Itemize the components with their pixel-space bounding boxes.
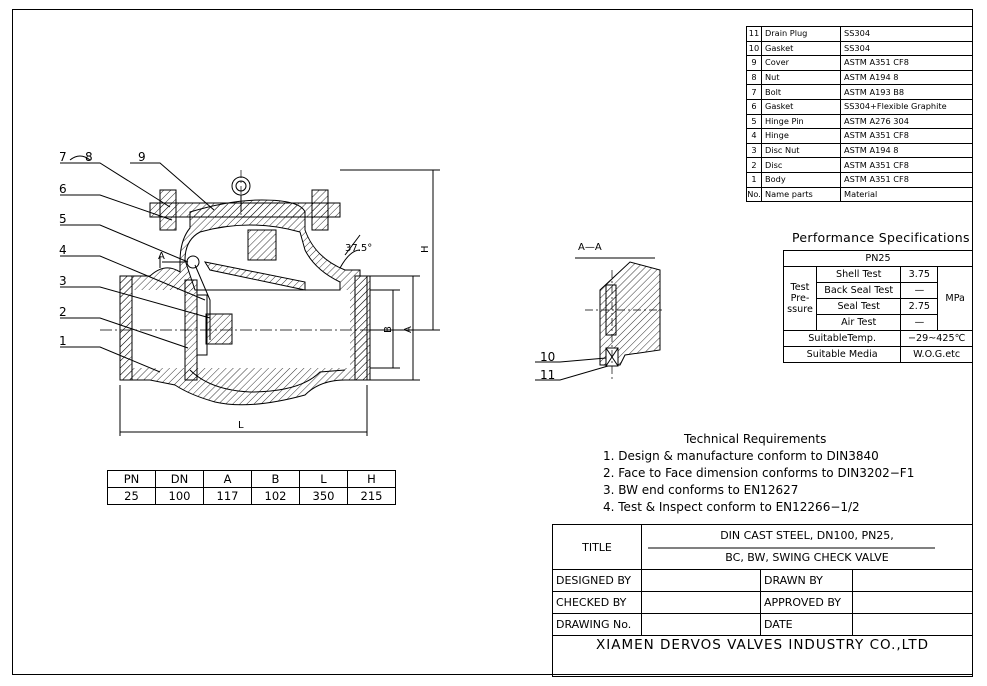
title-text: DIN CAST STEEL, DN100, PN25, BC, BW, SWI… [641, 524, 973, 570]
media-label: Suitable Media [782, 346, 902, 363]
temp-value: −29~425℃ [900, 330, 973, 347]
callout-4: 4 [59, 243, 67, 257]
callout-9: 9 [138, 150, 146, 164]
test-value: 2.75 [900, 298, 939, 315]
callout-5: 5 [59, 212, 67, 226]
test-value: — [900, 314, 939, 331]
dim-letter-L: L [238, 420, 244, 431]
performance-table: PN25 Test Pre- ssure Shell Test 3.75 MPa… [782, 250, 973, 363]
test-name: Air Test [815, 314, 902, 331]
checked-by-field [641, 591, 761, 614]
company-name: XIAMEN DERVOS VALVES INDUSTRY CO.,LTD [596, 637, 929, 653]
approved-by-field [852, 591, 973, 614]
drawn-by-field [852, 569, 973, 592]
designed-by-label: DESIGNED BY [552, 569, 642, 592]
test-name: Back Seal Test [815, 282, 902, 299]
section-label: A—A [578, 242, 602, 253]
tech-item: 1. Design & manufacture conform to DIN38… [603, 449, 879, 463]
dim-letter-A: A [403, 326, 414, 333]
cover [149, 202, 341, 218]
hinge [194, 264, 211, 340]
title-line-1: DIN CAST STEEL, DN100, PN25, [720, 529, 894, 542]
dim-letter-B: B [383, 326, 394, 333]
test-value: 3.75 [900, 266, 939, 283]
plug [247, 229, 277, 261]
dim-letter-H: H [420, 245, 431, 253]
designed-by-field [641, 569, 761, 592]
callout-3: 3 [59, 274, 67, 288]
pn-cell: PN25 [783, 250, 973, 267]
callout-11: 11 [540, 368, 555, 382]
bolt-right [311, 189, 329, 231]
drawn-by-label: DRAWN BY [760, 569, 853, 592]
bolt-left [159, 189, 177, 231]
tech-item: 3. BW end conforms to EN12627 [603, 483, 799, 497]
title-line-2: BC, BW, SWING CHECK VALVE [725, 551, 889, 564]
drawing-no-field [641, 613, 761, 636]
test-value: — [900, 282, 939, 299]
tech-item: 2. Face to Face dimension conforms to DI… [603, 466, 915, 480]
callout-8: 8 [85, 150, 93, 164]
drawing-no-label: DRAWING No. [552, 613, 642, 636]
callout-7: 7 [59, 150, 67, 164]
callout-10: 10 [540, 350, 555, 364]
media-value: W.O.G.etc [900, 346, 973, 363]
checked-by-label: CHECKED BY [552, 591, 642, 614]
section-letter-A: A [158, 251, 165, 262]
approved-by-label: APPROVED BY [760, 591, 853, 614]
technical-title: Technical Requirements [684, 432, 827, 446]
drawing-frame [12, 9, 973, 675]
test-name: Shell Test [815, 266, 902, 283]
tech-item: 4. Test & Inspect conform to EN12266−1/2 [603, 500, 860, 514]
unit-cell: MPa [937, 266, 973, 331]
performance-title: Performance Specifications [792, 230, 970, 245]
date-label: DATE [760, 613, 853, 636]
title-block: TITLE DIN CAST STEEL, DN100, PN25, BC, B… [552, 524, 973, 677]
test-name: Seal Test [815, 298, 902, 315]
title-label: TITLE [552, 524, 642, 570]
callout-1: 1 [59, 334, 67, 348]
callout-2: 2 [59, 305, 67, 319]
temp-label: SuitableTemp. [782, 330, 902, 347]
company-cell [552, 635, 973, 677]
callout-6: 6 [59, 182, 67, 196]
angle-label: 37.5° [345, 243, 372, 254]
date-field [852, 613, 973, 636]
test-label: Test Pre- ssure [783, 266, 817, 331]
